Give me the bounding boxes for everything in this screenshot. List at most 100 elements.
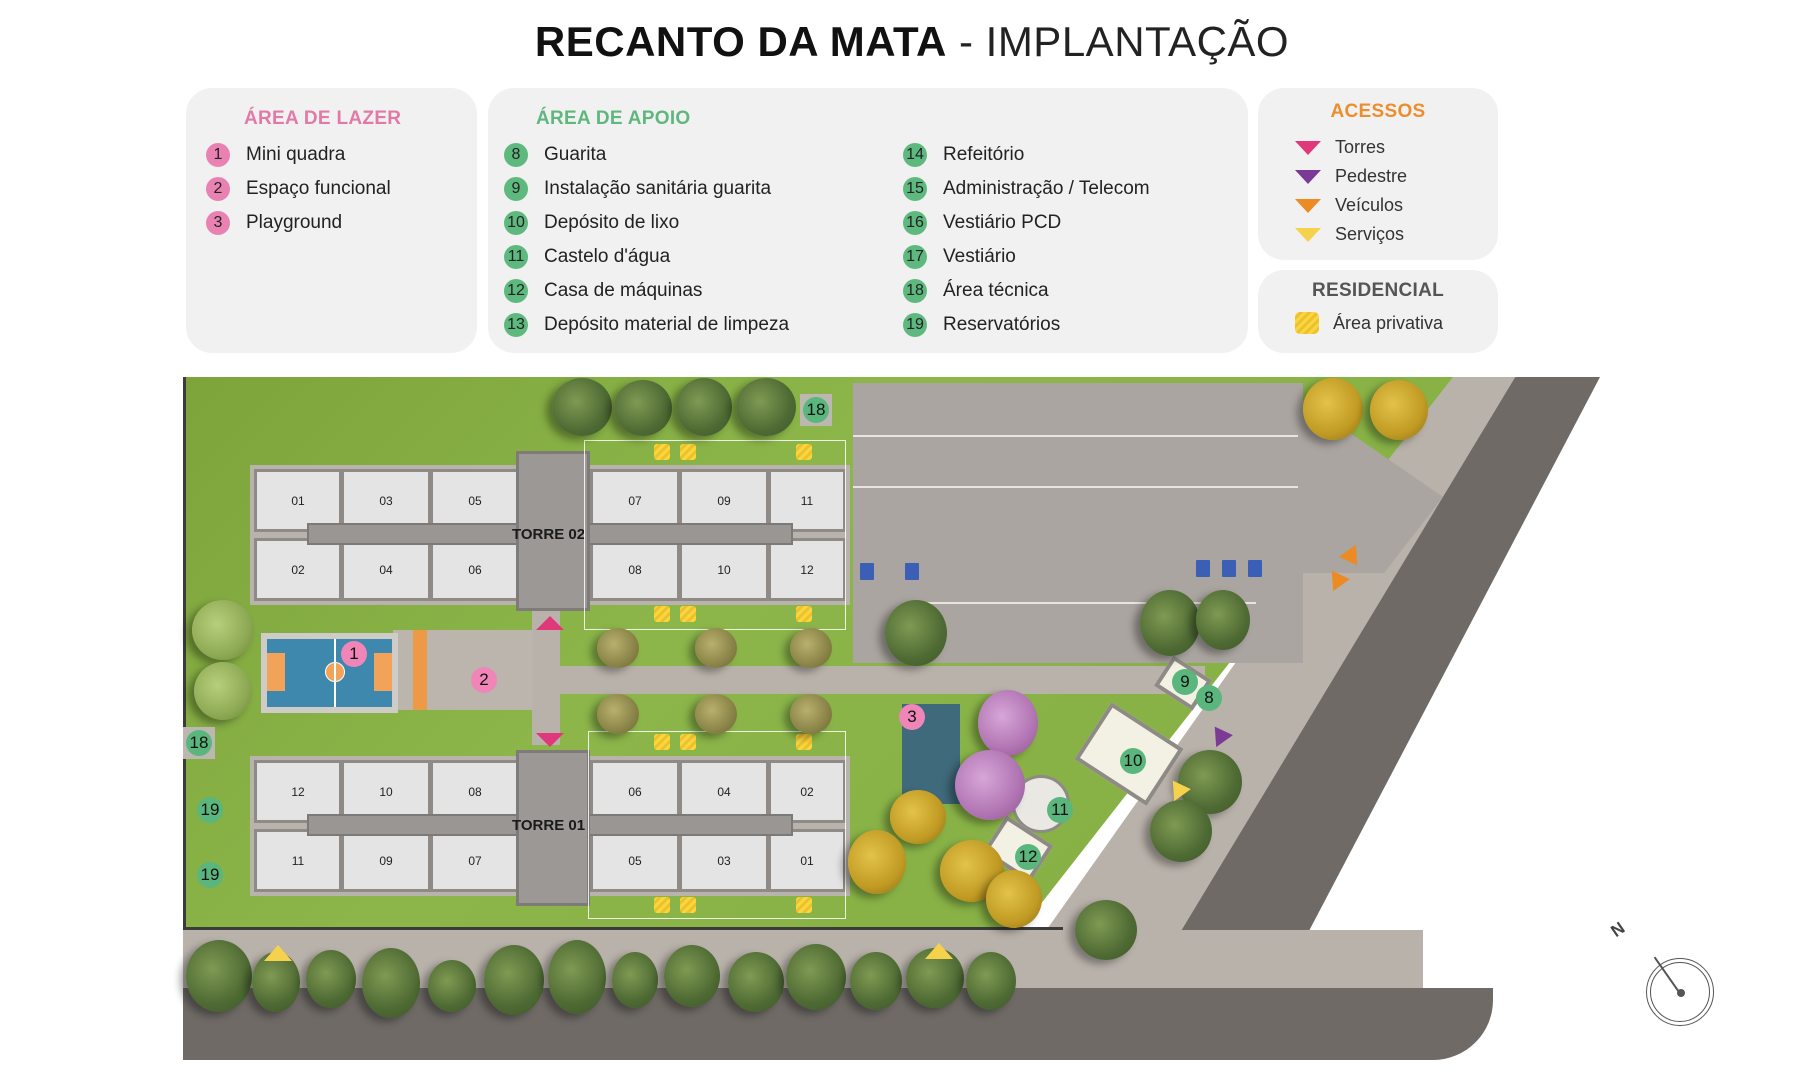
unit[interactable]: 01 <box>768 829 846 892</box>
legend-label: Instalação sanitária guarita <box>544 178 772 199</box>
private-area-outline <box>588 731 846 919</box>
unit[interactable]: 09 <box>341 829 431 892</box>
unit[interactable]: 12 <box>254 760 342 823</box>
marker-deposito-de-lixo[interactable]: 10 <box>1120 748 1146 774</box>
court-midline <box>334 639 336 707</box>
number-badge: 18 <box>903 279 927 303</box>
legend-label: Vestiário <box>943 246 1016 267</box>
unit[interactable]: 11 <box>254 829 342 892</box>
private-area-marker <box>796 606 812 622</box>
unit[interactable]: 04 <box>341 538 431 601</box>
service-access-arrow-icon <box>925 943 953 959</box>
tree <box>664 945 720 1007</box>
tree <box>1303 378 1363 440</box>
striped-swatch-icon <box>1295 312 1319 334</box>
legend-acessos-list: Torres Pedestre Veículos Serviços <box>1295 133 1407 249</box>
accessible-parking-icon <box>1248 560 1262 577</box>
legend-label: Guarita <box>544 144 607 165</box>
court-goal-area <box>267 653 285 691</box>
marker-espaco-funcional[interactable]: 2 <box>471 667 497 693</box>
number-badge: 16 <box>903 211 927 235</box>
unit[interactable]: 01 <box>254 469 342 532</box>
tree <box>548 940 606 1014</box>
marker-area-tecnica-box[interactable]: 18 <box>183 727 215 759</box>
marker-mini-quadra[interactable]: 1 <box>341 641 367 667</box>
legend-label: Serviços <box>1335 224 1405 244</box>
torres-access-arrow-down-icon <box>536 733 564 747</box>
tree <box>986 870 1042 928</box>
legend-acessos-panel: ACESSOS Torres Pedestre Veículos Serviço… <box>1258 88 1498 260</box>
legend-label: Vestiário PCD <box>943 212 1062 233</box>
accessible-parking-icon <box>1196 560 1210 577</box>
legend-label: Espaço funcional <box>246 178 391 199</box>
marker-casa-de-maquinas[interactable]: 12 <box>1015 844 1041 870</box>
marker-playground[interactable]: 3 <box>899 704 925 730</box>
unit[interactable]: 06 <box>430 538 520 601</box>
marker-reservatorio[interactable]: 19 <box>197 797 223 823</box>
unit[interactable]: 02 <box>768 760 846 823</box>
tree <box>186 940 252 1012</box>
unit[interactable]: 07 <box>430 829 520 892</box>
tree <box>966 952 1016 1010</box>
number-badge: 10 <box>504 211 528 235</box>
tree <box>890 790 946 844</box>
tree <box>978 690 1038 756</box>
tree <box>736 378 796 436</box>
private-area-marker <box>796 444 812 460</box>
court-goal-area <box>374 653 392 691</box>
private-area-outline <box>584 440 846 630</box>
private-area-marker <box>654 606 670 622</box>
marker-area-tecnica-box[interactable]: 18 <box>800 394 832 426</box>
unit[interactable]: 02 <box>254 538 342 601</box>
compass-center <box>1677 989 1685 997</box>
torre-02-building[interactable]: 01 03 05 07 09 11 02 04 06 08 10 12 TORR… <box>250 451 850 611</box>
unit[interactable]: 12 <box>768 538 846 601</box>
tree <box>790 694 832 734</box>
tree <box>597 628 639 668</box>
compass-icon <box>1646 956 1714 1026</box>
tree <box>695 628 737 668</box>
number-badge: 14 <box>903 143 927 167</box>
compass-north-label: N <box>1607 918 1629 941</box>
legend-label: Pedestre <box>1335 166 1408 186</box>
number-badge: 11 <box>504 245 528 269</box>
tree <box>484 945 544 1015</box>
number-badge: 12 <box>504 279 528 303</box>
legend-label: Casa de máquinas <box>544 280 703 301</box>
legend-item: Pedestre <box>1295 162 1407 191</box>
legend-item: 12 Casa de máquinas <box>504 274 789 308</box>
tree <box>728 952 784 1012</box>
tree <box>192 600 254 660</box>
tower-label: TORRE 02 <box>512 526 586 543</box>
unit[interactable]: 04 <box>679 760 769 823</box>
unit[interactable]: 10 <box>679 538 769 601</box>
triangle-down-icon <box>1295 198 1321 213</box>
tower-label: TORRE 01 <box>512 817 586 834</box>
marker-area-tecnica: 18 <box>803 397 829 423</box>
tree <box>306 950 356 1008</box>
unit[interactable]: 07 <box>590 469 680 532</box>
torre-01-building[interactable]: 12 10 08 06 04 02 11 09 07 05 03 01 TORR… <box>250 750 850 906</box>
unit[interactable]: 03 <box>679 829 769 892</box>
marker-castelo-dagua[interactable]: 11 <box>1047 797 1073 823</box>
marker-guarita[interactable]: 8 <box>1196 685 1222 711</box>
marker-instalacao-sanitaria[interactable]: 9 <box>1172 669 1198 695</box>
unit[interactable]: 11 <box>768 469 846 532</box>
number-badge: 3 <box>206 211 230 235</box>
exercise-track <box>413 630 427 710</box>
private-area-marker <box>680 606 696 622</box>
title-sub: IMPLANTAÇÃO <box>985 18 1290 65</box>
unit[interactable]: 08 <box>430 760 520 823</box>
private-area-marker <box>654 734 670 750</box>
legend-label: Área técnica <box>943 280 1049 301</box>
legend-item: Serviços <box>1295 220 1407 249</box>
marker-reservatorio[interactable]: 19 <box>197 862 223 888</box>
stair-core <box>516 451 590 611</box>
